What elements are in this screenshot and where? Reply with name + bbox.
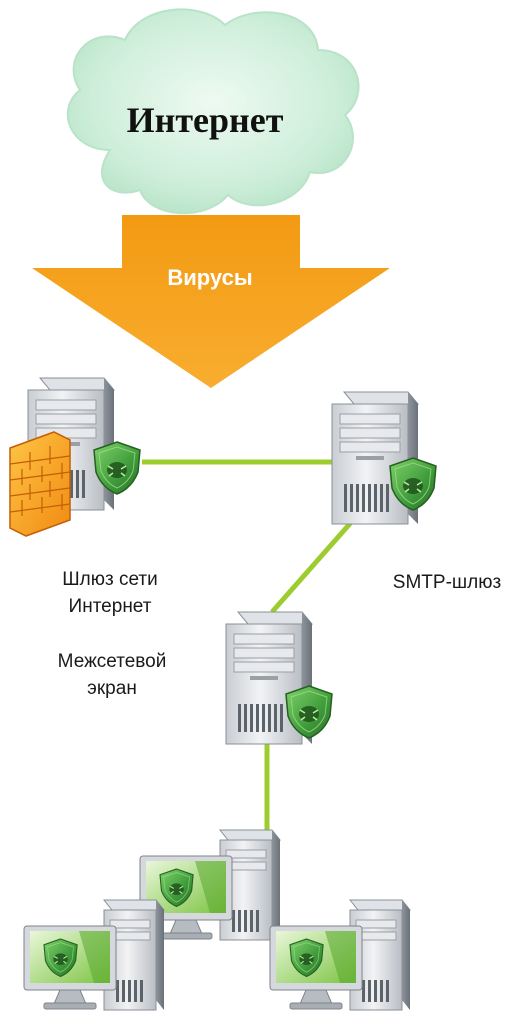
link-smtp-firewall [270, 508, 364, 614]
firewall-icon [9, 431, 71, 537]
firewall-server [225, 611, 333, 745]
arrow-label: Вирусы [167, 265, 253, 290]
arrow-down-icon [32, 215, 390, 388]
firewall-label-line1: Межсетевой [57, 651, 167, 672]
cloud-label: Интернет [126, 100, 284, 140]
firewall-label-line2: экран [87, 678, 137, 699]
workstation-icon [24, 900, 164, 1010]
workstation-icon [270, 900, 410, 1010]
gateway-label-line2: Интернет [68, 596, 152, 617]
gateway-label: Шлюз сети Интернет [40, 566, 180, 620]
workstations [24, 830, 410, 1010]
gateway-label-line1: Шлюз сети [62, 569, 158, 590]
network-links [142, 459, 364, 832]
cloud-icon [66, 8, 360, 215]
firewall-label: Межсетевой экран [42, 648, 182, 702]
smtp-label: SMTP-шлюз [392, 572, 502, 593]
smtp-server [331, 391, 437, 525]
gateway-server [9, 377, 141, 537]
